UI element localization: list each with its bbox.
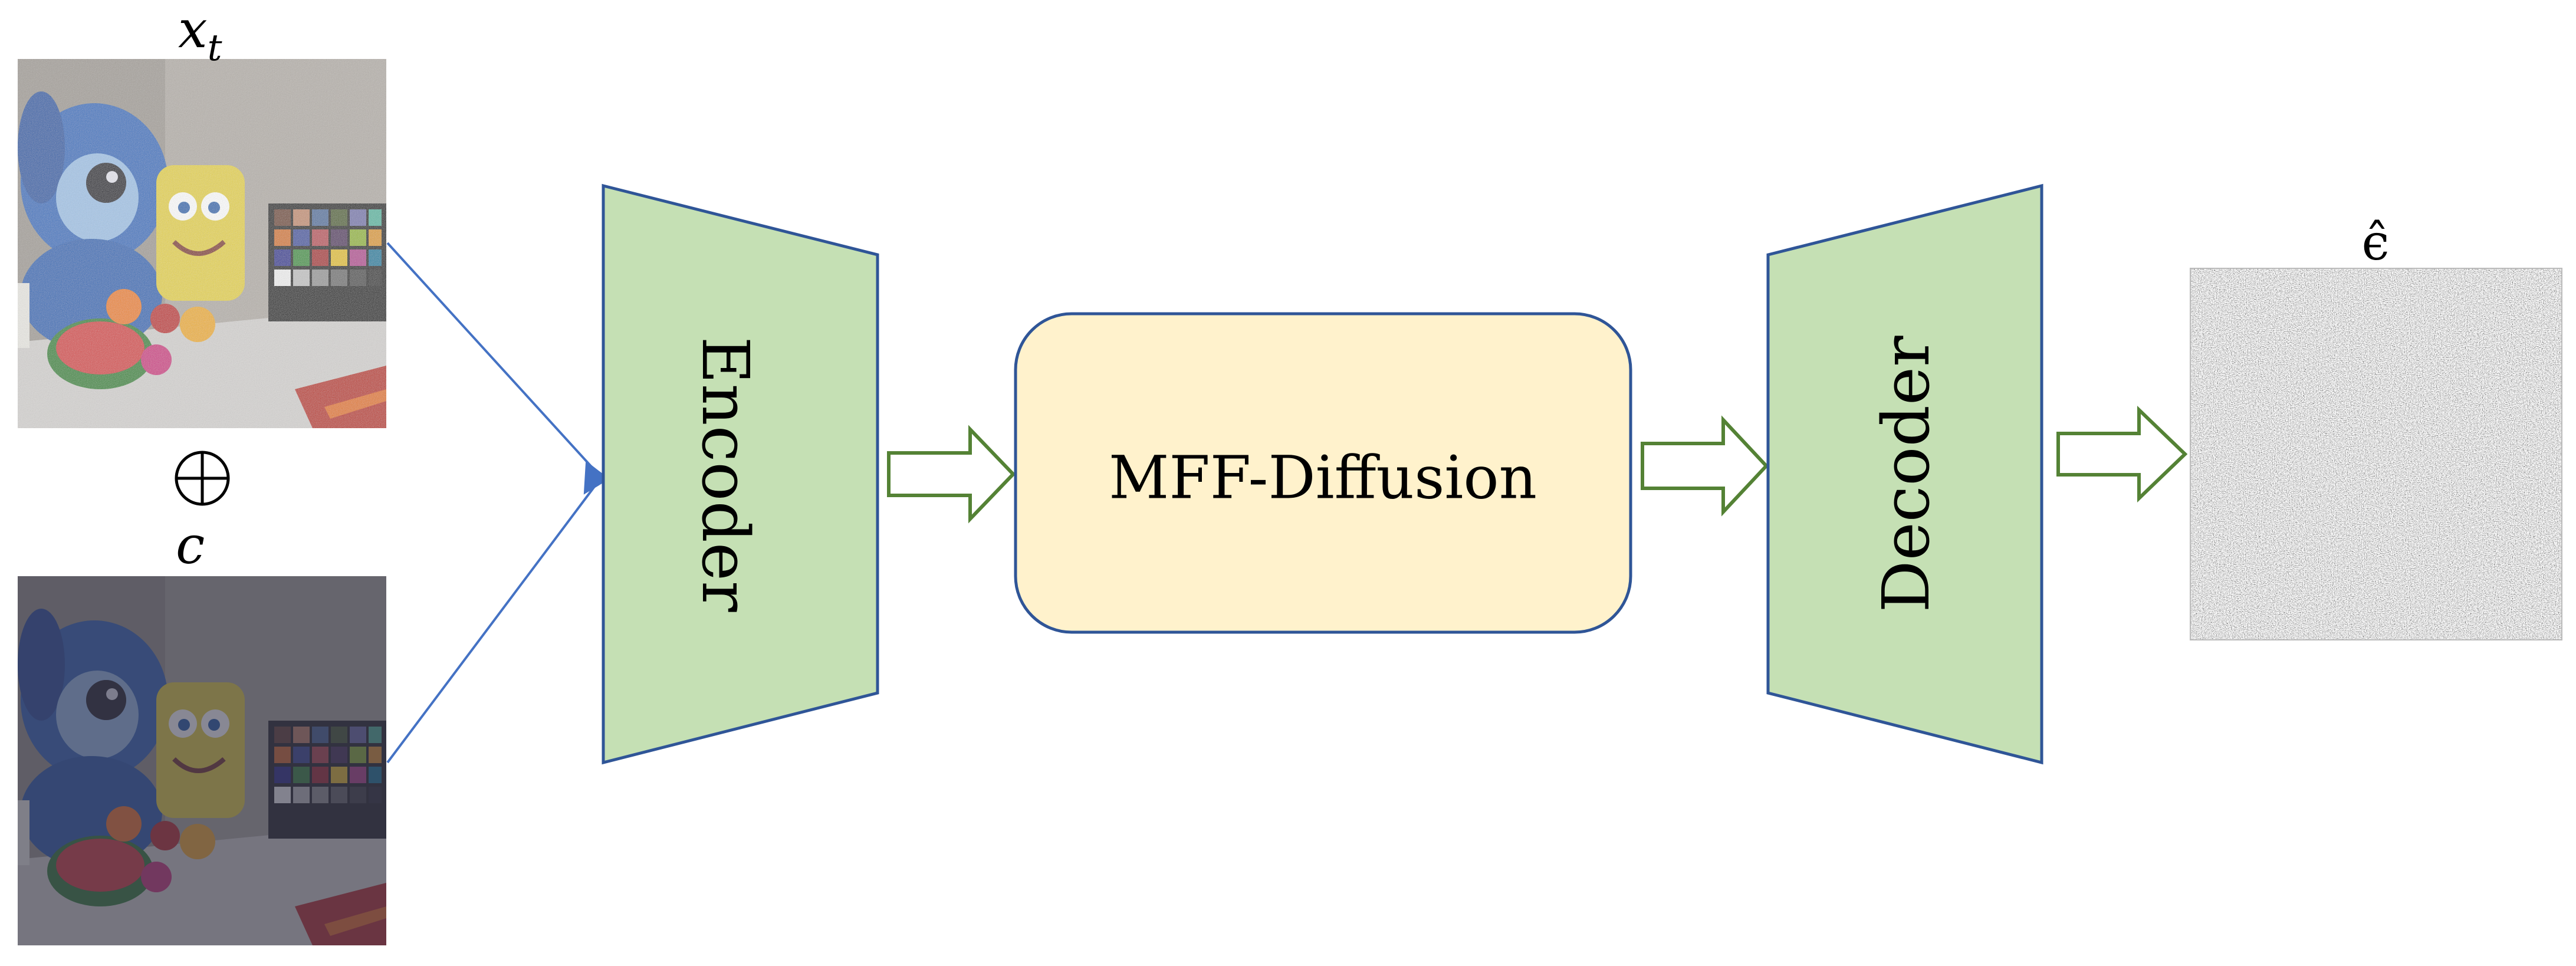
condition-image bbox=[18, 576, 386, 945]
concat-symbol-text: ⊕ bbox=[0, 0, 1, 1]
flow-arrow-encoder-to-diffusion bbox=[887, 425, 1016, 524]
decoder-block: Decoder bbox=[1766, 183, 2043, 765]
flow-arrow-decoder-to-output bbox=[2056, 405, 2188, 503]
output-noise-image bbox=[2190, 268, 2562, 640]
mff-diffusion-block: MFF-Diffusion bbox=[1014, 312, 1632, 634]
concat-symbol bbox=[175, 451, 230, 506]
input-connectors bbox=[386, 242, 610, 764]
flow-arrow-diffusion-to-decoder bbox=[1641, 415, 1769, 517]
input-condition-label: c bbox=[176, 515, 205, 576]
encoder-block: Encoder bbox=[602, 183, 879, 765]
encoder-label: Encoder bbox=[688, 336, 763, 612]
mff-diffusion-label: MFF-Diffusion bbox=[1109, 443, 1537, 512]
input-noisy-label: xt bbox=[178, 0, 222, 69]
decoder-label: Decoder bbox=[1868, 336, 1944, 613]
noisy-image bbox=[18, 59, 386, 428]
output-noise-label: ϵ̂ bbox=[2361, 213, 2389, 271]
